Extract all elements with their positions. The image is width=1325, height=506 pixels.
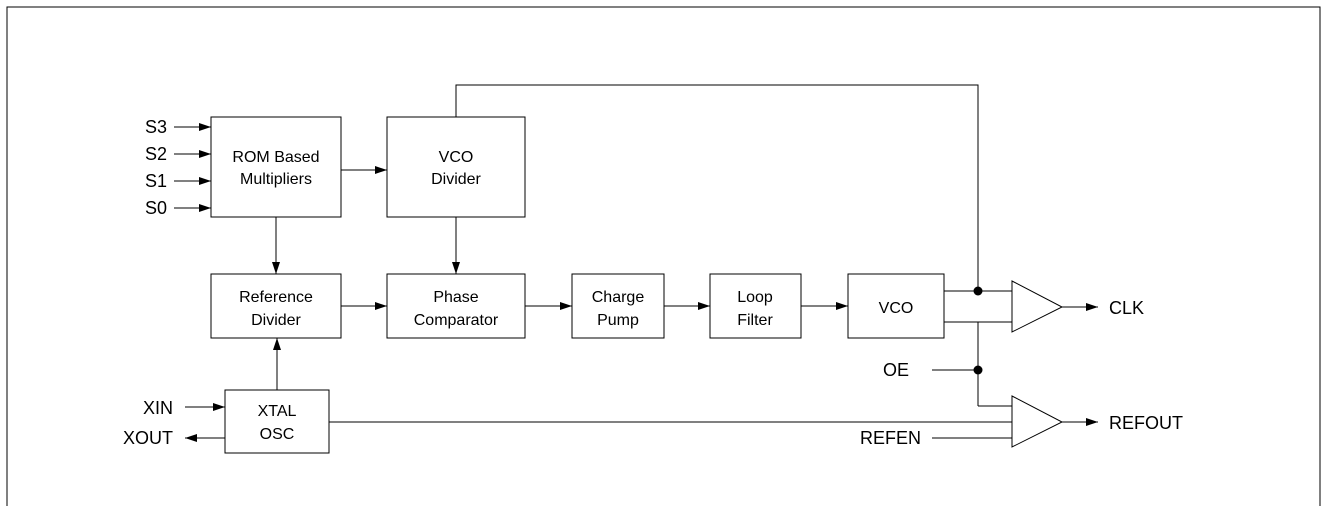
xtal-osc-label-2: OSC: [260, 426, 295, 443]
rom-multipliers-label-1: ROM Based: [232, 149, 319, 166]
rom-multipliers-label-2: Multipliers: [240, 171, 312, 188]
xout-label: XOUT: [123, 428, 173, 448]
vco-block: VCO: [847, 273, 945, 339]
charge-pump-block: Charge Pump: [571, 273, 665, 339]
phase-comparator-block: Phase Comparator: [386, 273, 526, 339]
clk-label: CLK: [1109, 298, 1144, 318]
charge-pump-label-1: Charge: [592, 289, 645, 306]
refen-label: REFEN: [860, 428, 921, 448]
oe-label: OE: [883, 360, 909, 380]
s1-label: S1: [145, 171, 167, 191]
vco-divider-label-1: VCO: [439, 149, 474, 166]
loop-filter-label-2: Filter: [737, 312, 773, 329]
vco-feedback-line: [455, 84, 979, 291]
vco-divider-block: VCO Divider: [386, 116, 526, 218]
phase-comparator-label-2: Comparator: [414, 312, 499, 329]
vco-label: VCO: [879, 300, 914, 317]
refout-label: REFOUT: [1109, 413, 1183, 433]
s2-label: S2: [145, 144, 167, 164]
phase-comparator-label-1: Phase: [433, 289, 478, 306]
xtal-osc-block: XTAL OSC: [224, 389, 330, 454]
s3-label: S3: [145, 117, 167, 137]
refout-buffer: [1011, 395, 1064, 448]
s0-label: S0: [145, 198, 167, 218]
reference-divider-block: Reference Divider: [210, 273, 342, 339]
xin-label: XIN: [143, 398, 173, 418]
feedback-junction-dot: [973, 286, 983, 296]
reference-divider-label-1: Reference: [239, 289, 313, 306]
charge-pump-label-2: Pump: [597, 312, 639, 329]
oe-junction-dot: [973, 365, 983, 375]
loop-filter-label-1: Loop: [737, 289, 773, 306]
loop-filter-block: Loop Filter: [709, 273, 802, 339]
xtal-osc-label-1: XTAL: [258, 403, 297, 420]
rom-multipliers-block: ROM Based Multipliers: [210, 116, 342, 218]
vco-divider-label-2: Divider: [431, 171, 481, 188]
diagram-frame: [6, 6, 1321, 506]
reference-divider-label-2: Divider: [251, 312, 301, 329]
clk-buffer: [1011, 280, 1064, 333]
